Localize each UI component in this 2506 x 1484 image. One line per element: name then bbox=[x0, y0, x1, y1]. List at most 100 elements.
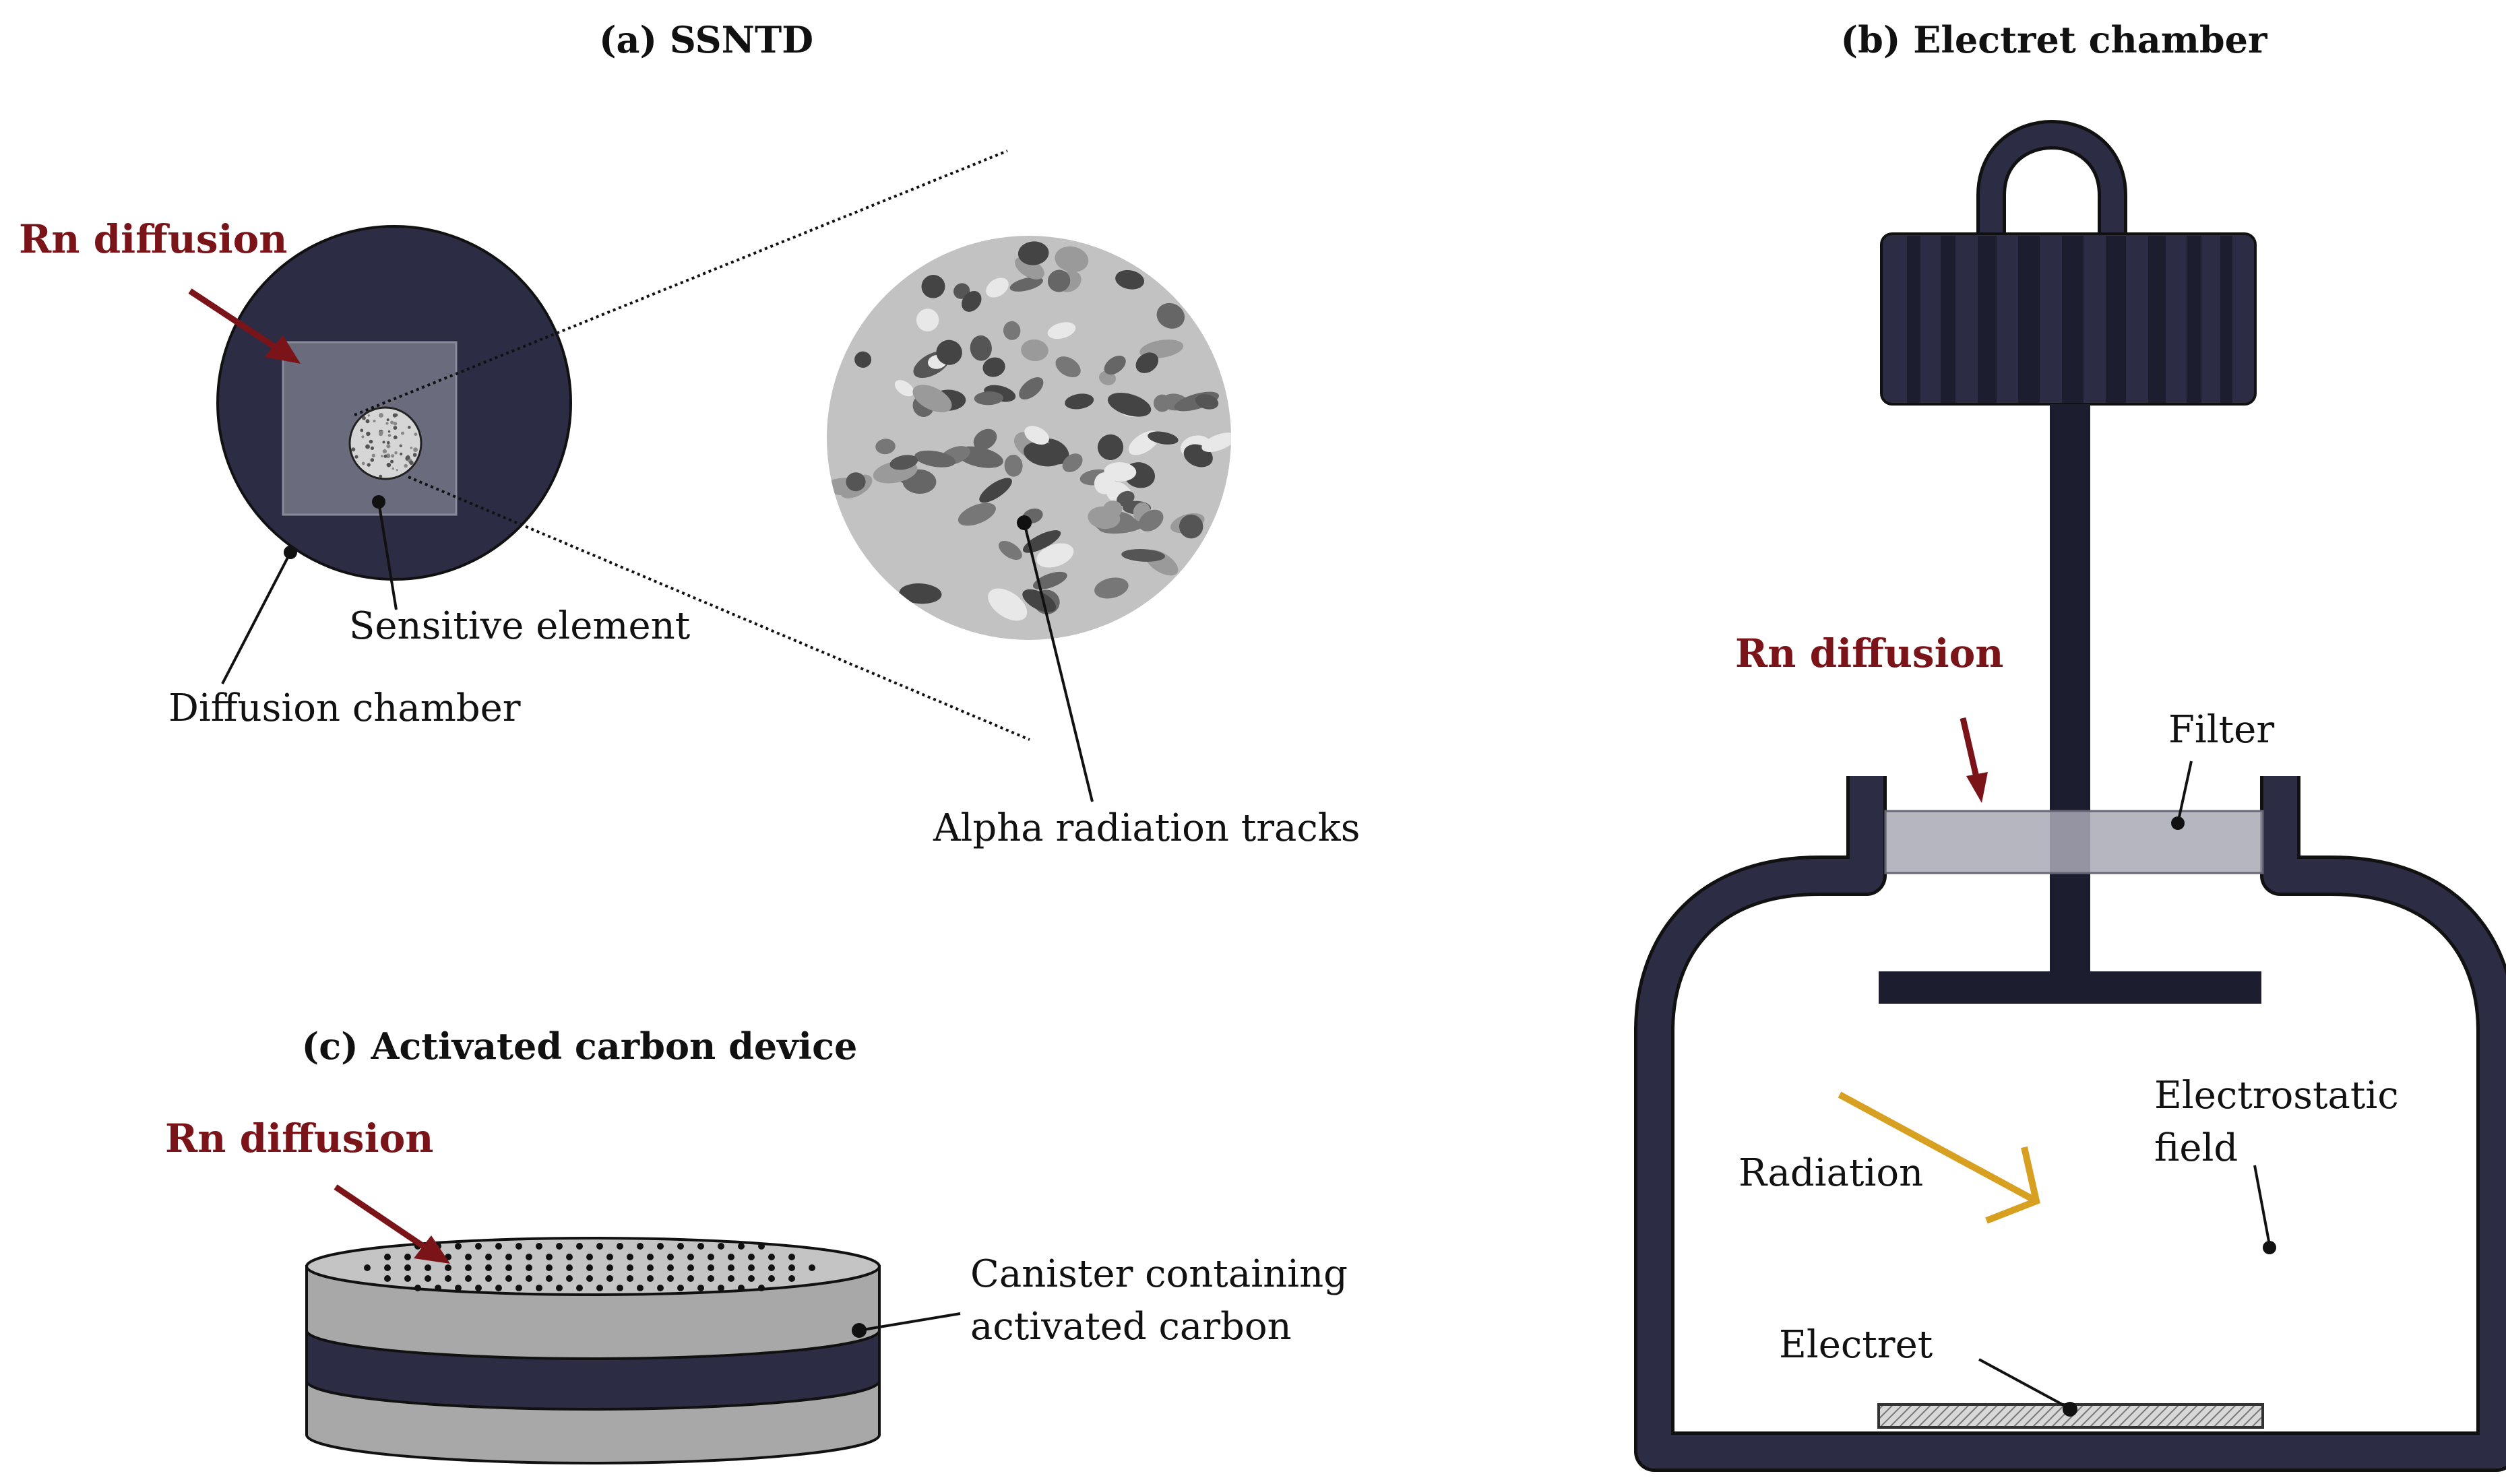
panel-activated-carbon: (c) Activated carbon device Rn diffusion… bbox=[165, 1025, 1348, 1464]
sensitive-element-speck bbox=[401, 431, 404, 435]
sensitive-element-speck bbox=[365, 444, 370, 449]
alpha-track bbox=[973, 428, 997, 451]
alpha-track bbox=[974, 391, 1004, 406]
sensitive-element-speck bbox=[370, 458, 375, 462]
lid-hole bbox=[586, 1264, 593, 1271]
lid-hole bbox=[647, 1275, 654, 1282]
lid-hole bbox=[687, 1264, 694, 1271]
radiation-arrowhead bbox=[1985, 1146, 2040, 1224]
lid-hole bbox=[536, 1285, 542, 1291]
alpha-track bbox=[1024, 441, 1063, 467]
lid-hole bbox=[728, 1264, 734, 1271]
rn-arrowhead-a bbox=[264, 335, 301, 364]
sensitive-element-speck bbox=[383, 454, 387, 458]
alpha-track bbox=[1055, 356, 1081, 378]
sensitive-element-speck bbox=[412, 453, 417, 457]
sensitive-element-speck bbox=[393, 422, 398, 426]
chamber-filter bbox=[1884, 810, 2264, 874]
filter-label: Filter bbox=[2168, 708, 2274, 752]
sensitive-element-speck bbox=[393, 426, 398, 430]
alpha-track bbox=[889, 455, 918, 470]
lid-hole bbox=[627, 1254, 633, 1260]
lid-hole bbox=[425, 1264, 431, 1271]
lid-hole bbox=[515, 1285, 522, 1291]
sensitive-element-speck bbox=[387, 441, 390, 445]
alpha-track bbox=[958, 503, 996, 526]
alpha-track bbox=[875, 439, 896, 455]
alpha-track bbox=[1156, 302, 1185, 329]
alpha-track bbox=[1148, 431, 1179, 445]
lid-hole bbox=[556, 1243, 563, 1250]
rn-diffusion-arrow-b bbox=[1960, 717, 1980, 781]
lid-hole bbox=[738, 1243, 745, 1250]
lid-hole bbox=[364, 1264, 371, 1271]
lid-hole bbox=[667, 1264, 674, 1271]
lid-hole bbox=[526, 1275, 532, 1282]
lid-hole bbox=[465, 1264, 472, 1271]
lid-hole bbox=[546, 1275, 553, 1282]
sensitive-element-speck bbox=[414, 432, 418, 437]
sensitive-element-speck bbox=[393, 435, 398, 440]
lid-hole bbox=[526, 1254, 532, 1260]
lid-hole bbox=[546, 1254, 553, 1260]
alpha-track bbox=[936, 340, 962, 365]
alpha-track bbox=[1047, 322, 1076, 340]
sensitive-element-speck bbox=[408, 426, 411, 429]
diffusion-chamber-dot bbox=[284, 546, 297, 559]
lid-hole bbox=[404, 1264, 411, 1271]
sensitive-element-speck bbox=[367, 463, 371, 467]
alpha-track bbox=[916, 309, 939, 331]
alpha-track bbox=[1065, 393, 1094, 410]
sensitive-element-speck bbox=[371, 453, 376, 457]
diffusion-chamber-label: Diffusion chamber bbox=[168, 686, 521, 730]
rn-diffusion-label-a: Rn diffusion bbox=[19, 216, 287, 262]
sensitive-element-speck bbox=[367, 414, 370, 417]
sensitive-element-speck bbox=[379, 430, 383, 435]
lid-hole bbox=[566, 1275, 573, 1282]
lid-hole bbox=[566, 1254, 573, 1260]
sensitive-element-speck bbox=[366, 431, 371, 437]
lid-hole bbox=[697, 1285, 704, 1291]
lid-hole bbox=[495, 1243, 502, 1250]
lid-hole bbox=[748, 1264, 755, 1271]
lid-hole bbox=[708, 1264, 714, 1271]
sensitive-element-texture bbox=[351, 413, 418, 478]
alpha-track bbox=[1097, 434, 1124, 460]
lid-hole bbox=[505, 1275, 512, 1282]
alpha-tracks-leader bbox=[1023, 522, 1094, 802]
rn-diffusion-arrow-a bbox=[188, 288, 285, 355]
rn-diffusion-label-c: Rn diffusion bbox=[165, 1116, 433, 1161]
sensitive-element-speck bbox=[370, 447, 374, 450]
lid-hole bbox=[384, 1264, 391, 1271]
lid-hole bbox=[515, 1243, 522, 1250]
sensitive-element-speck bbox=[379, 474, 383, 478]
sensitive-element-speck bbox=[361, 461, 365, 465]
alpha-track bbox=[1104, 355, 1126, 375]
alpha-track bbox=[986, 278, 1009, 298]
electret-label: Electret bbox=[1779, 1323, 1933, 1367]
lid-hole bbox=[738, 1285, 745, 1291]
panel-b-title: (b) Electret chamber bbox=[1841, 18, 2267, 61]
lid-hole bbox=[677, 1243, 684, 1250]
rn-diffusion-arrow-c bbox=[334, 1184, 433, 1254]
electrostatic-label-line1: Electrostatic bbox=[2154, 1074, 2399, 1118]
alpha-track bbox=[1003, 321, 1021, 340]
alpha-track bbox=[982, 357, 1005, 377]
lid-hole bbox=[495, 1285, 502, 1291]
lid-hole bbox=[576, 1285, 583, 1291]
sensitive-element-speck bbox=[351, 447, 356, 452]
sensitive-element-speck bbox=[379, 413, 383, 418]
sensitive-element-speck bbox=[385, 422, 389, 425]
lid-hole bbox=[556, 1285, 563, 1291]
lid-hole bbox=[485, 1264, 492, 1271]
alpha-track bbox=[970, 335, 992, 361]
alpha-track bbox=[1121, 548, 1165, 562]
sensitive-element-dot bbox=[372, 495, 385, 509]
lid-hole bbox=[788, 1264, 795, 1271]
sensitive-element-speck bbox=[381, 455, 383, 457]
lid-hole bbox=[647, 1254, 654, 1260]
alpha-track bbox=[1023, 530, 1061, 553]
canister-label-line2: activated carbon bbox=[970, 1305, 1292, 1349]
sensitive-element-speck bbox=[365, 419, 370, 424]
sensitive-element-speck bbox=[400, 452, 403, 456]
